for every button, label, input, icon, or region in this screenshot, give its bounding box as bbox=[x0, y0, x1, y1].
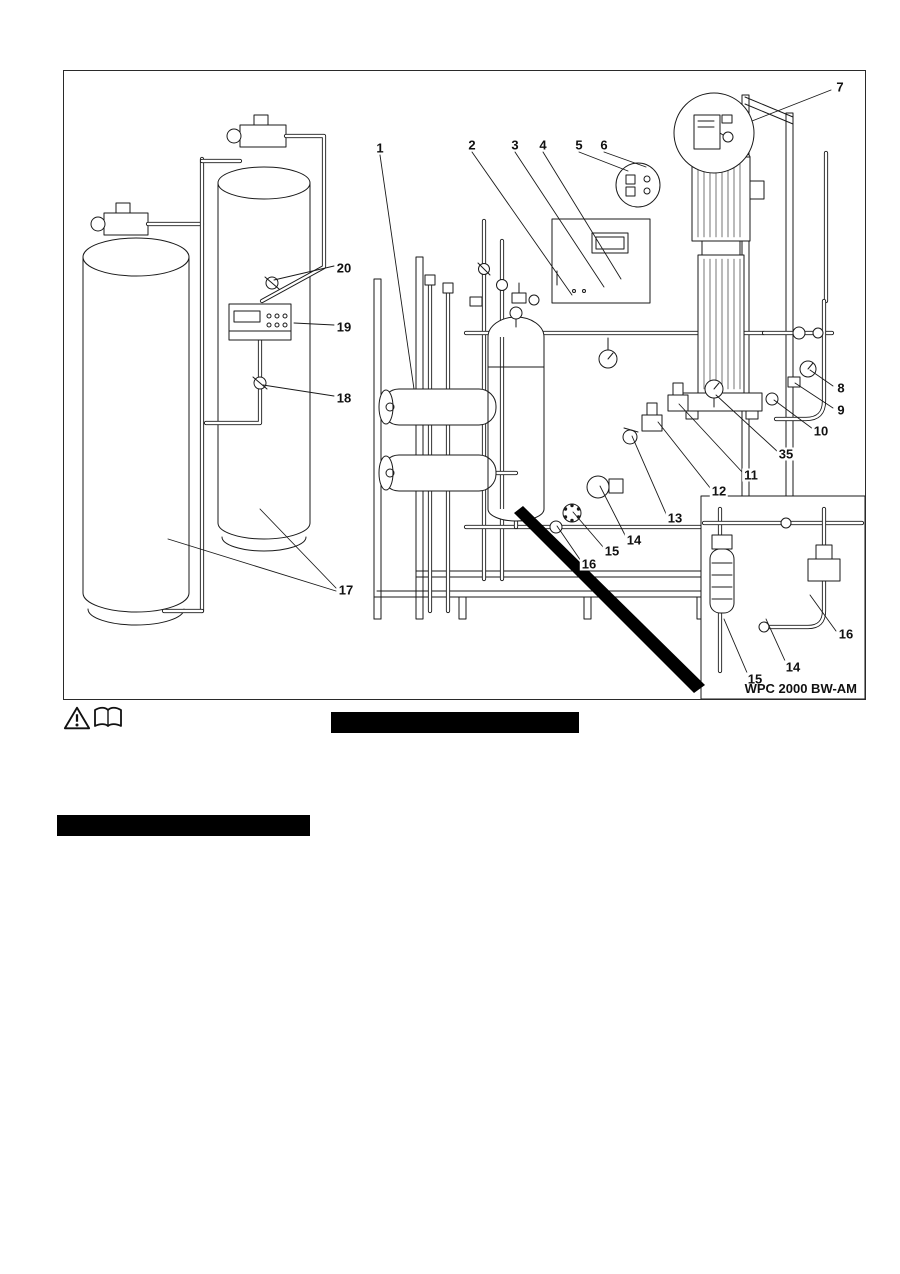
figure-frame: 1 2 3 4 5 6 7 8 9 10 35 11 12 13 14 15 1… bbox=[63, 70, 866, 700]
callout-20: 20 bbox=[334, 260, 354, 276]
callout-19: 19 bbox=[334, 319, 354, 335]
callout-6: 6 bbox=[598, 137, 610, 153]
warning-triangle-icon bbox=[63, 704, 91, 737]
instruments bbox=[549, 326, 824, 534]
callout-17: 17 bbox=[336, 582, 356, 598]
blacked-out-heading-bar bbox=[57, 815, 310, 836]
callout-11: 11 bbox=[742, 467, 760, 483]
detail-inset-drawing bbox=[700, 495, 865, 699]
callout-2: 2 bbox=[466, 137, 478, 153]
callout-3: 3 bbox=[509, 137, 521, 153]
inset-callout-14: 14 bbox=[783, 659, 803, 675]
inset-model-label: WPC 2000 BW-AM bbox=[744, 681, 857, 696]
control-cabinet bbox=[551, 218, 651, 304]
callout-18: 18 bbox=[334, 390, 354, 406]
callout-13: 13 bbox=[665, 510, 685, 526]
callout-4: 4 bbox=[537, 137, 549, 153]
membrane-vessels bbox=[378, 388, 497, 492]
pointer-wedge bbox=[514, 506, 705, 693]
detail-circle-large bbox=[673, 92, 755, 174]
callout-16: 16 bbox=[579, 556, 599, 572]
inset-callout-16: 16 bbox=[836, 626, 856, 642]
valve-cluster bbox=[469, 262, 540, 307]
blacked-out-caption-bar bbox=[331, 712, 579, 733]
softener-tanks-drawing bbox=[82, 114, 311, 626]
tank-components bbox=[228, 276, 292, 390]
callout-10: 10 bbox=[811, 423, 831, 439]
leader-lines bbox=[167, 89, 837, 676]
tank-piping bbox=[145, 133, 327, 614]
callout-7: 7 bbox=[834, 79, 846, 95]
inset-callout-15: 15 bbox=[745, 671, 765, 687]
callout-15: 15 bbox=[602, 543, 622, 559]
open-book-icon bbox=[92, 704, 124, 737]
callout-5: 5 bbox=[573, 137, 585, 153]
vertical-pump bbox=[681, 142, 765, 420]
callout-1: 1 bbox=[374, 140, 386, 156]
filter-housing bbox=[487, 306, 545, 522]
callout-35: 35 bbox=[776, 446, 796, 462]
callout-12: 12 bbox=[709, 483, 729, 499]
callout-14: 14 bbox=[624, 532, 644, 548]
technical-drawing bbox=[82, 89, 865, 699]
callout-8: 8 bbox=[835, 380, 847, 396]
callout-9: 9 bbox=[835, 402, 847, 418]
detail-circle-small bbox=[615, 162, 661, 208]
